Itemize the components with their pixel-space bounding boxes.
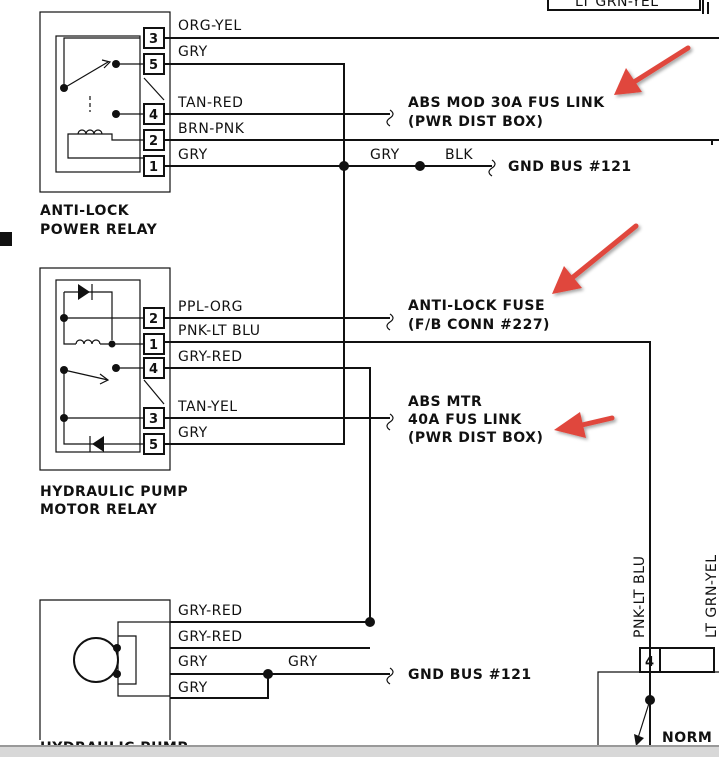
abs-mtr-fuse-link-label: 40A FUS LINK (408, 412, 522, 428)
wire-gry-r1-1: GRY (178, 147, 208, 163)
relay2-name-line1: HYDRAULIC PUMP (40, 484, 188, 500)
wire-pnk-lt-blu: PNK-LT BLU (178, 323, 261, 339)
wire-org-yel: ORG-YEL (178, 18, 242, 34)
wire-gry-red-pump-1: GRY-RED (178, 603, 242, 619)
gnd-bus-label-1: GND BUS #121 (508, 159, 632, 175)
pump-motor-icon (73, 637, 119, 683)
relay1-name-line2: POWER RELAY (40, 222, 158, 238)
relay1-pin-1: 1 (149, 160, 158, 175)
norm-label: NORM (662, 730, 712, 746)
relay2-pin-1: 1 (149, 338, 158, 353)
fb-conn-label: (F/B CONN #227) (408, 317, 550, 333)
top-clip-label: LT GRN-YEL (575, 0, 659, 10)
abs-mtr-pwr-dist-label: (PWR DIST BOX) (408, 430, 543, 446)
relay2-pin-5: 5 (149, 438, 158, 453)
vert-label-lt-grn-yel: LT GRN-YEL (704, 554, 719, 638)
anti-lock-power-relay: 3 5 4 2 1 (39, 11, 171, 193)
relay1-pin-4: 4 (149, 108, 158, 123)
wire-tan-yel: TAN-YEL (177, 399, 238, 415)
wire-gry-pump-gnd: GRY (288, 654, 318, 670)
relay2-name-line2: MOTOR RELAY (40, 502, 158, 518)
wire-gry-red-r2: GRY-RED (178, 349, 242, 365)
relay2-wires (164, 166, 651, 757)
relay2-pin-3: 3 (149, 412, 158, 427)
wire-ppl-org: PPL-ORG (178, 299, 243, 315)
wire-blk-gnd: BLK (445, 147, 473, 163)
wire-gry-gnd: GRY (370, 147, 400, 163)
relay2-pin-4: 4 (149, 362, 158, 377)
right-pin-4: 4 (645, 655, 654, 670)
abs-mod-fuse-link-label: ABS MOD 30A FUS LINK (408, 95, 605, 111)
relay1-wires (164, 37, 719, 177)
hydraulic-pump-motor-relay: 2 1 4 3 5 (39, 267, 171, 471)
hydraulic-pump (39, 599, 394, 740)
right-side-module: 4 NORM PNK-LT BLU LT GRN-YEL (597, 140, 719, 757)
wire-gry-pump-1: GRY (178, 654, 208, 670)
relay2-pin-2: 2 (149, 312, 158, 327)
relay1-name-line1: ANTI-LOCK (40, 203, 130, 219)
relay1-pin-3: 3 (149, 32, 158, 47)
arrow-anti-lock-fuse (552, 223, 639, 294)
relay1-pin-2: 2 (149, 134, 158, 149)
top-clipped-box: LT GRN-YEL (547, 0, 709, 14)
wire-gry-r2-5: GRY (178, 425, 208, 441)
wire-gry-r1-5: GRY (178, 44, 208, 60)
bottom-shadow (0, 747, 719, 757)
vert-label-pnk-lt-blu: PNK-LT BLU (632, 555, 648, 638)
arrow-abs-mtr (554, 412, 615, 438)
abs-mtr-label: ABS MTR (408, 394, 482, 410)
margin-mark (0, 232, 12, 246)
wire-gry-pump-2: GRY (178, 680, 208, 696)
wire-brn-pnk: BRN-PNK (178, 121, 245, 137)
arrow-abs-mod (614, 45, 691, 95)
gnd-bus-label-2: GND BUS #121 (408, 667, 532, 683)
abs-mod-pwr-dist-label: (PWR DIST BOX) (408, 114, 543, 130)
wire-gry-red-pump-2: GRY-RED (178, 629, 242, 645)
anti-lock-fuse-label: ANTI-LOCK FUSE (408, 298, 545, 314)
wire-tan-red: TAN-RED (177, 95, 243, 111)
relay1-pin-5: 5 (149, 58, 158, 73)
